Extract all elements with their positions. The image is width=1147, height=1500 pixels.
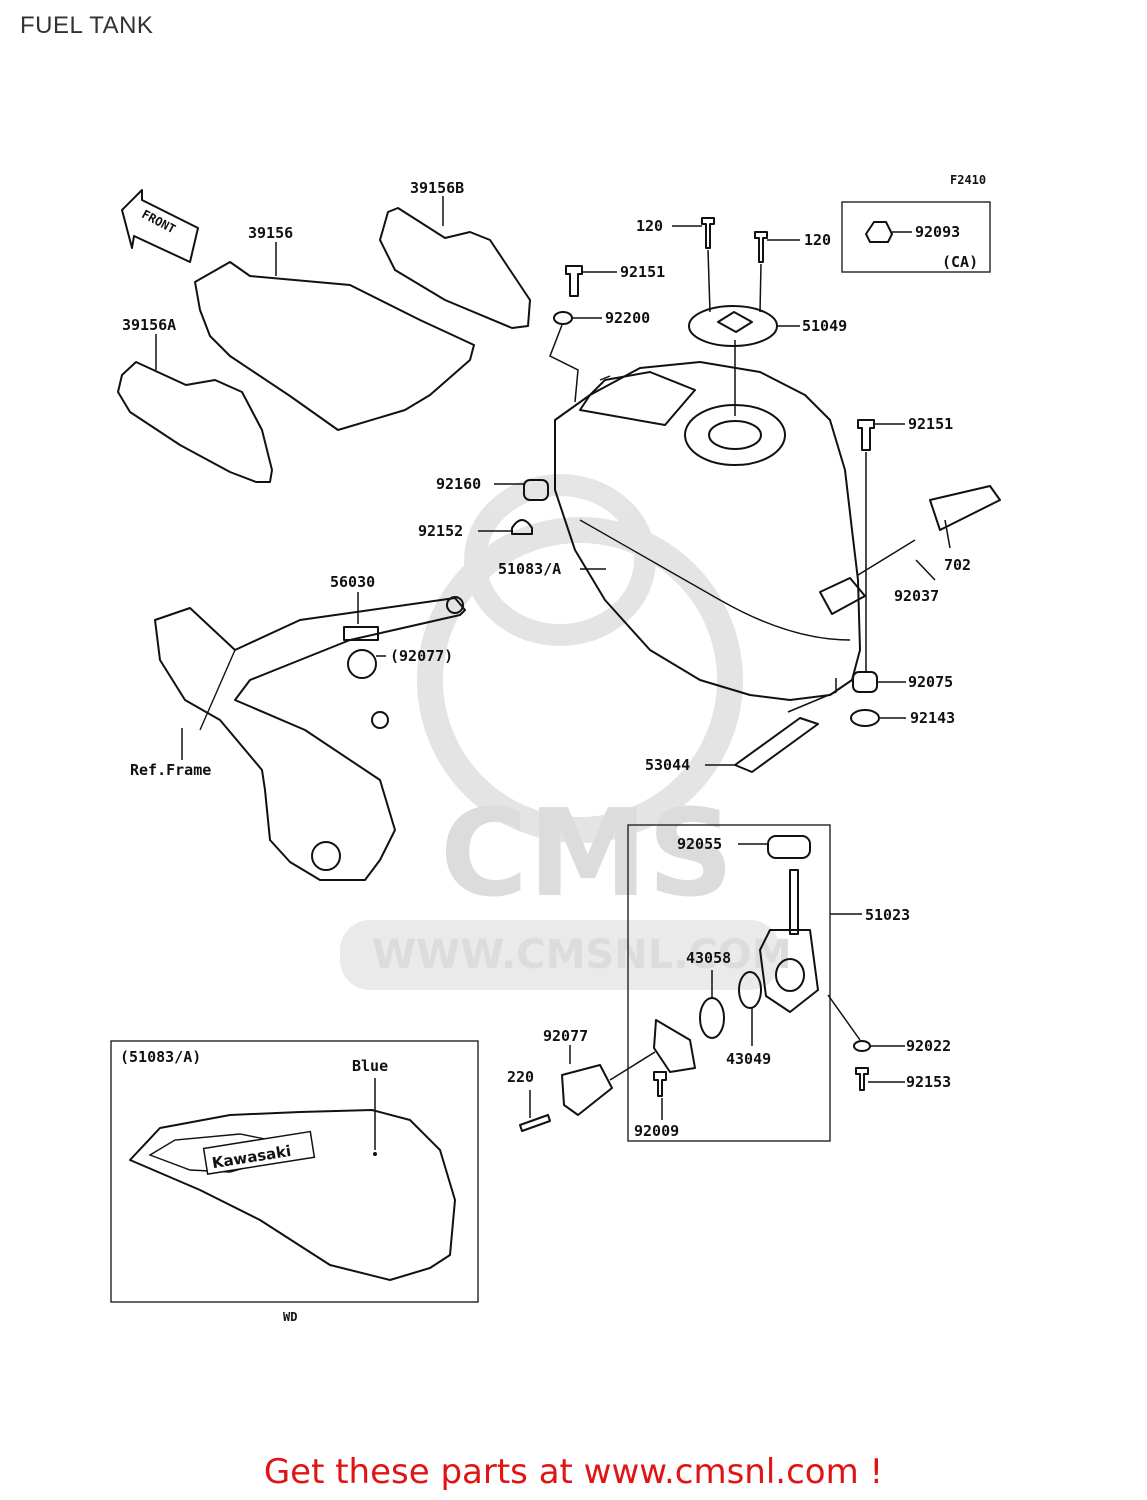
callout-92093: 92093 xyxy=(915,223,960,241)
watermark-logo: CMS xyxy=(440,785,734,924)
fuel-petcock xyxy=(759,869,819,1013)
callout-ref-frame: Ref.Frame xyxy=(130,761,211,779)
cta-link[interactable]: Get these parts at www.cmsnl.com ! xyxy=(263,1452,884,1492)
leader-lines xyxy=(155,196,951,1120)
callout-92151-top: 92151 xyxy=(620,263,665,281)
page-title: FUEL TANK xyxy=(20,12,154,39)
inset-title: (51083/A) xyxy=(120,1048,201,1066)
fuel-tank-51083a xyxy=(554,361,866,701)
callout-39156b: 39156B xyxy=(410,179,464,197)
cms-watermark: CMS WWW.CMSNL.COM xyxy=(340,474,792,990)
callout-120-right: 120 xyxy=(804,231,831,249)
callout-92200: 92200 xyxy=(605,309,650,327)
cap-plate-51049 xyxy=(688,305,778,347)
front-label: FRONT xyxy=(139,207,177,236)
pad-39156 xyxy=(194,261,475,431)
callout-92152: 92152 xyxy=(418,522,463,540)
callout-120-left: 120 xyxy=(636,217,663,235)
callout-43049: 43049 xyxy=(726,1050,771,1068)
callout-53044: 53044 xyxy=(645,756,690,774)
callout-51083a: 51083/A xyxy=(498,560,561,578)
callout-51023: 51023 xyxy=(865,906,910,924)
callout-43058: 43058 xyxy=(686,949,731,967)
callout-220: 220 xyxy=(507,1068,534,1086)
inset-color-label: Blue xyxy=(352,1057,388,1075)
callout-ca: (CA) xyxy=(942,253,978,271)
inset-footer: WD xyxy=(283,1310,297,1324)
callout-92077-paren: (92077) xyxy=(390,647,453,665)
pad-39156b xyxy=(379,207,531,329)
callout-51049: 51049 xyxy=(802,317,847,335)
callout-92009: 92009 xyxy=(634,1122,679,1140)
callout-702: 702 xyxy=(944,556,971,574)
front-arrow: FRONT xyxy=(121,189,199,263)
pad-39156a xyxy=(117,361,273,483)
callout-labels: 39156B 39156 39156A 120 120 92093 (CA) 9… xyxy=(122,179,978,1140)
callout-56030: 56030 xyxy=(330,573,375,591)
ref-frame xyxy=(154,596,466,881)
callout-39156a: 39156A xyxy=(122,316,176,334)
watermark-url: WWW.CMSNL.COM xyxy=(372,932,792,978)
callout-92055: 92055 xyxy=(677,835,722,853)
ca-option-box xyxy=(841,201,991,273)
callout-92022: 92022 xyxy=(906,1037,951,1055)
petcock-box-51023 xyxy=(627,824,831,1142)
callout-92143: 92143 xyxy=(910,709,955,727)
figure-code: F2410 xyxy=(950,173,986,187)
callout-92037: 92037 xyxy=(894,587,939,605)
callout-92153: 92153 xyxy=(906,1073,951,1091)
callout-92151-right: 92151 xyxy=(908,415,953,433)
callout-92077: 92077 xyxy=(543,1027,588,1045)
callout-92075: 92075 xyxy=(908,673,953,691)
inset-color-variant: (51083/A) Blue Kawasaki WD xyxy=(110,1040,479,1324)
callout-92160: 92160 xyxy=(436,475,481,493)
callout-39156: 39156 xyxy=(248,224,293,242)
